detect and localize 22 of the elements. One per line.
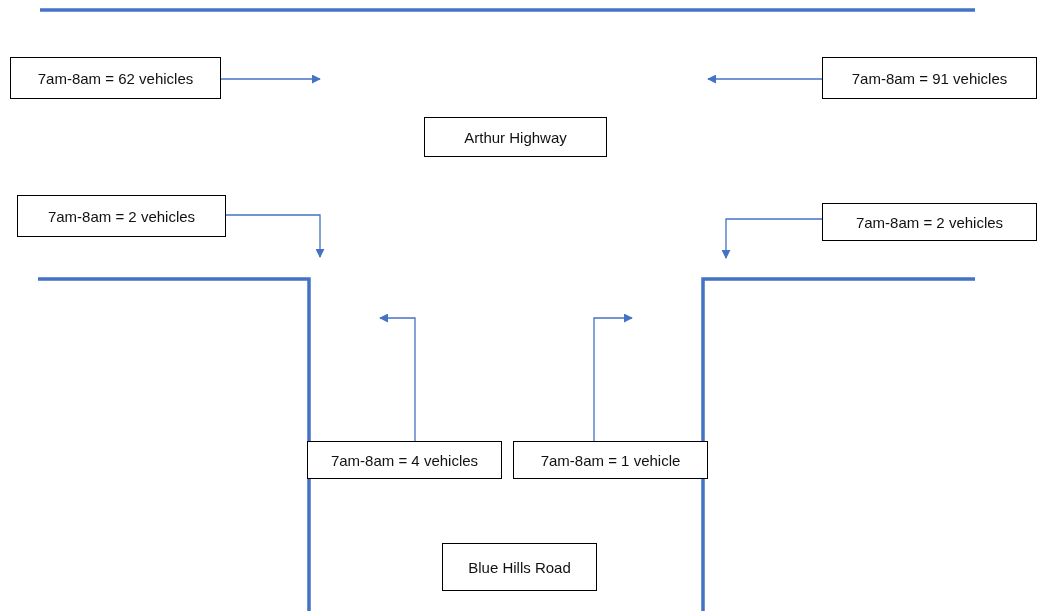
arrow: [593, 313, 633, 442]
label-box: [513, 441, 708, 479]
count-text: 7am-8am = 91 vehicles: [851, 69, 1008, 87]
label-box: [424, 117, 607, 157]
count-text: 7am-8am = 4 vehicles: [330, 451, 479, 469]
label-box: [307, 441, 502, 479]
arrow: [220, 74, 321, 84]
count-text: 7am-8am = 2 vehicles: [855, 213, 1004, 231]
arrow: [707, 74, 823, 84]
label-box: [17, 195, 226, 237]
count-text: 7am-8am = 1 vehicle: [540, 451, 681, 469]
count-text: 7am-8am = 62 vehicles: [37, 69, 194, 87]
arrow: [721, 218, 823, 259]
label-box: [10, 57, 221, 99]
count-text: Arthur Highway: [464, 128, 567, 146]
label-box: [442, 543, 597, 591]
arrow: [225, 214, 325, 258]
count-text: 7am-8am = 2 vehicles: [47, 207, 196, 225]
arrow: [379, 313, 416, 442]
label-box: [822, 203, 1037, 241]
count-text: Blue Hills Road: [468, 558, 571, 576]
label-box: [822, 57, 1037, 99]
